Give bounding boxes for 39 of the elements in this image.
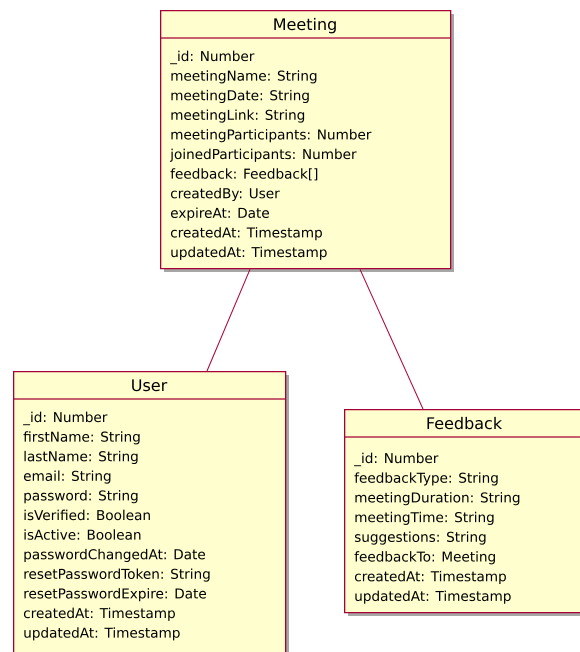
attribute: meetingTime: String [355, 512, 494, 525]
attribute: passwordChangedAt: Date [24, 548, 205, 562]
attribute: meetingName: String [171, 70, 316, 84]
attribute: _id: Number [23, 412, 108, 426]
class-name: User [132, 379, 168, 392]
attribute: email: String [24, 470, 110, 484]
attribute: meetingLink: String [171, 109, 304, 123]
class-box [344, 409, 580, 616]
class-name: Meeting [274, 18, 336, 34]
attribute: lastName: String [24, 450, 138, 464]
attribute: updatedAt: Timestamp [355, 590, 511, 604]
attribute: isVerified: Boolean [24, 510, 150, 520]
attribute: firstName: String [24, 431, 140, 444]
attribute: feedback: Feedback[] [170, 168, 318, 180]
attribute: createdAt: Timestamp [24, 608, 175, 621]
attribute: _id: Number [354, 452, 438, 466]
attribute: updatedAt: Timestamp [171, 246, 327, 260]
attribute: resetPasswordToken: String [24, 568, 210, 582]
association-line [206, 268, 250, 372]
attribute: createdBy: User [170, 188, 280, 202]
class-name: Feedback [427, 416, 502, 430]
attribute: suggestions: String [354, 531, 486, 545]
attribute: meetingParticipants: Number [171, 129, 372, 142]
attribute: joinedParticipants: Number [170, 148, 357, 162]
attribute: feedbackType: String [354, 472, 498, 486]
attribute: expireAt: Date [170, 207, 269, 221]
attribute: feedbackTo: Meeting [354, 551, 495, 564]
attribute: password: String [24, 490, 138, 504]
attribute: _id: Number [170, 50, 254, 64]
attribute: meetingDuration: String [355, 492, 520, 506]
class-box [160, 10, 454, 272]
attribute: createdAt: Timestamp [170, 227, 322, 240]
attribute: resetPasswordExpire: Date [24, 588, 206, 602]
attribute: isActive: Boolean [24, 529, 140, 540]
attribute: meetingDate: String [171, 90, 309, 104]
attribute: createdAt: Timestamp [354, 570, 506, 584]
attribute: updatedAt: Timestamp [24, 627, 180, 640]
class-box [13, 371, 289, 652]
association-line [360, 268, 424, 410]
